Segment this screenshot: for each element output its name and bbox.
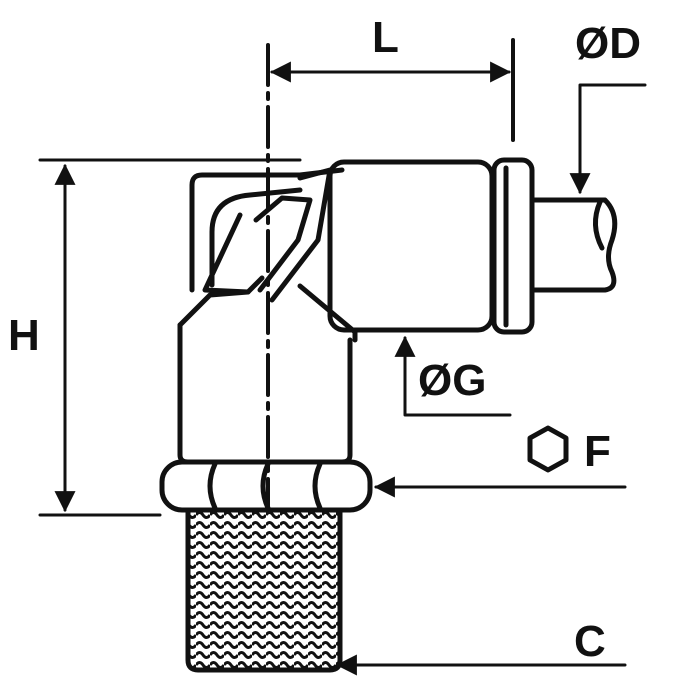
- tube-diameter-label: ØD: [575, 19, 641, 68]
- elbow-body: [177, 157, 618, 465]
- hex-size-label: F: [584, 427, 611, 476]
- height-label: H: [8, 311, 40, 360]
- body-diameter-dimension: [394, 335, 512, 417]
- height-dimension: [38, 158, 302, 517]
- thread-label: C: [574, 617, 606, 666]
- length-dimension: [266, 38, 515, 512]
- threaded-stem: [185, 509, 343, 673]
- tube-diameter-dimension: [569, 83, 647, 195]
- body-diameter-label: ØG: [418, 356, 486, 405]
- length-label: L: [372, 13, 399, 62]
- hexagon-icon: [527, 425, 569, 473]
